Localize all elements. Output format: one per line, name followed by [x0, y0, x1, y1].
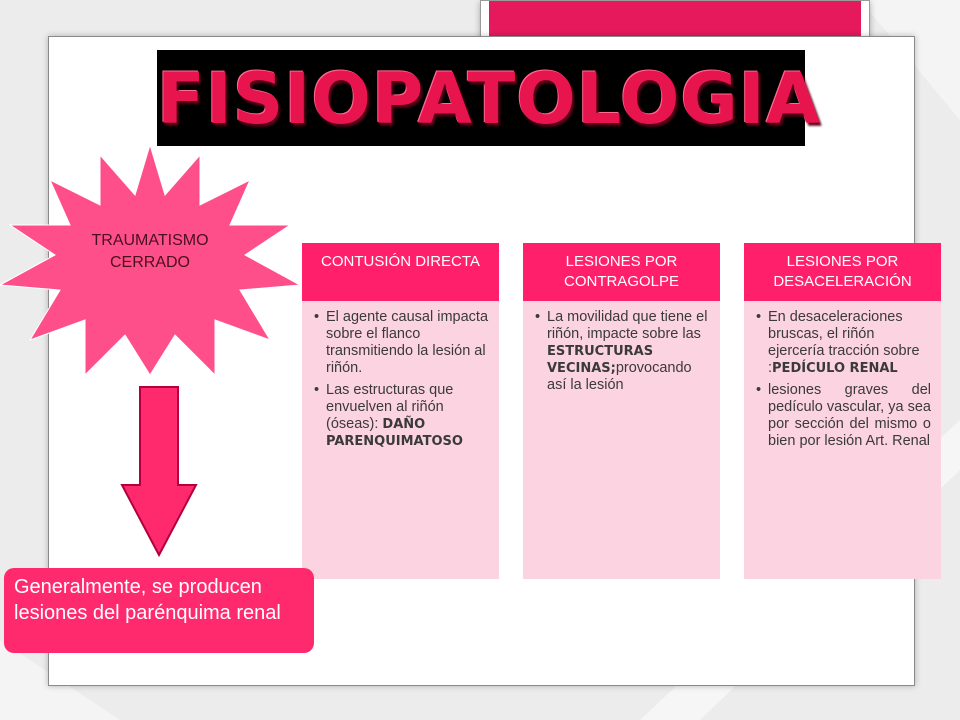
list-item: El agente causal impacta sobre el flanco… — [314, 309, 489, 377]
slide-title: FISIOPATOLOGIA — [157, 58, 821, 140]
down-arrow-icon — [120, 386, 198, 557]
card-body: En desaceleraciones bruscas, el riñón ej… — [744, 301, 941, 579]
list-item: lesiones graves del pedículo vascular, y… — [756, 382, 931, 450]
card-contragolpe: LESIONES POR CONTRAGOLPE La movilidad qu… — [523, 243, 720, 579]
card-header: CONTUSIÓN DIRECTA — [302, 243, 499, 301]
card-body: La movilidad que tiene el riñón, impacte… — [523, 301, 720, 579]
accent-tab-fill — [489, 1, 861, 41]
starburst-shape — [0, 145, 300, 375]
title-bar: FISIOPATOLOGIA — [157, 50, 821, 146]
card-body: El agente causal impacta sobre el flanco… — [302, 301, 499, 579]
list-item: En desaceleraciones bruscas, el riñón ej… — [756, 309, 931, 377]
conclusion-box: Generalmente, se producen lesiones del p… — [4, 568, 314, 653]
trigger-label: TRAUMATISMO CERRADO — [91, 232, 209, 271]
card-contusion-directa: CONTUSIÓN DIRECTA El agente causal impac… — [302, 243, 499, 579]
list-item: La movilidad que tiene el riñón, impacte… — [535, 309, 710, 394]
card-header: LESIONES POR CONTRAGOLPE — [523, 243, 720, 301]
conclusion-text: Generalmente, se producen lesiones del p… — [14, 576, 281, 624]
list-item: Las estructuras que envuelven al riñón (… — [314, 382, 489, 450]
card-desaceleracion: LESIONES POR DESACELERACIÓN En desaceler… — [744, 243, 941, 579]
card-header: LESIONES POR DESACELERACIÓN — [744, 243, 941, 301]
